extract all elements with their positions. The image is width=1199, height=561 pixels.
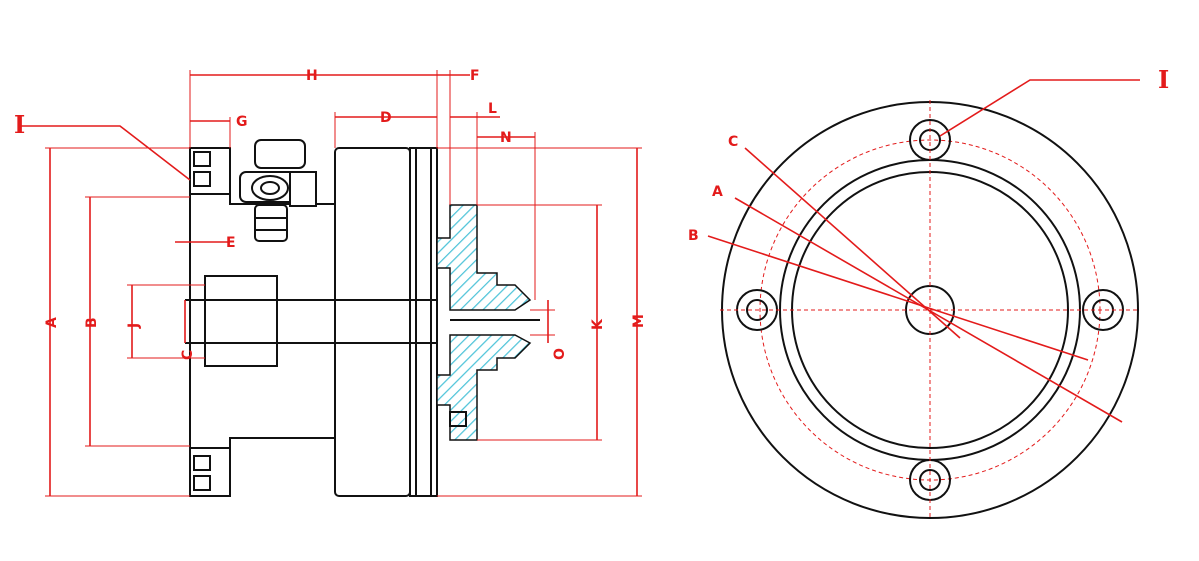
label-b-front: B: [688, 228, 699, 244]
label-j: J: [126, 323, 142, 329]
main-body: [334, 147, 411, 497]
label-i-left: I: [14, 110, 25, 139]
leader-b: [707, 235, 1089, 361]
lower-jaw: [436, 334, 532, 441]
leader-i-right: [939, 79, 1140, 137]
upper-jaw: [436, 204, 532, 311]
jaw-screw: [449, 411, 467, 427]
side-labels: H F G D L N E A B J C O K M I: [14, 68, 647, 360]
leader-a: [734, 197, 1123, 423]
label-c: C: [180, 350, 196, 360]
bolt-head-top-1: [193, 151, 211, 167]
bolt-head-bottom-1: [193, 455, 211, 471]
rear-bore: [204, 275, 278, 367]
label-g: G: [236, 114, 248, 130]
front-labels: C A B I: [688, 65, 1169, 244]
label-h: H: [306, 68, 318, 84]
bolt-head-bottom-2: [193, 475, 211, 491]
bolt-head-top-2: [193, 171, 211, 187]
label-k: K: [590, 318, 606, 330]
label-o: O: [552, 348, 568, 360]
label-b: B: [84, 317, 100, 328]
label-a-front: A: [712, 184, 723, 200]
hub-bottom-edge: [229, 437, 335, 448]
label-e: E: [226, 235, 236, 251]
label-m: M: [631, 314, 647, 328]
air-fitting: [239, 139, 317, 242]
side-view: [185, 139, 540, 497]
label-f: F: [470, 68, 480, 84]
front-ring: [409, 147, 438, 497]
label-c-front: C: [728, 134, 738, 150]
label-a: A: [44, 317, 60, 328]
side-dimensions: [20, 70, 642, 497]
bolt-hole-right: [1082, 289, 1124, 331]
label-n: N: [500, 130, 512, 146]
label-d: D: [380, 110, 392, 126]
label-l: L: [488, 101, 497, 117]
label-i-right: I: [1158, 65, 1169, 94]
front-view: [707, 79, 1140, 520]
